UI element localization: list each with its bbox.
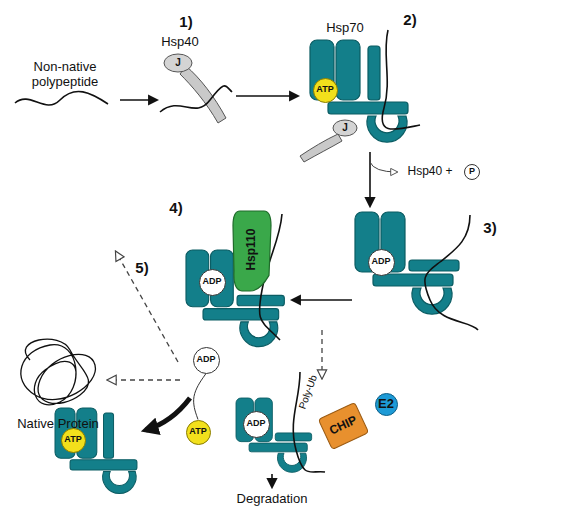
node-text: ADP [202,277,221,287]
node-text: ATP [64,435,81,445]
node-text: ATP [189,427,206,437]
chip-box: CHIP [317,402,369,450]
hsp40-j-domain [333,120,357,136]
hsp40-body [180,66,226,123]
callout-number: 4) [169,199,182,216]
main-arrow [146,398,190,430]
atp-circle: ATP [186,420,211,445]
callout-number: 3) [483,219,496,236]
adp-circle: ADP [243,411,270,438]
polypeptide [425,215,478,330]
node-text: CHIP [327,414,359,438]
dashed-arrow [108,379,180,380]
dashed-arrow [321,330,322,378]
node-text: ATP [316,85,333,95]
callout-number: J [175,57,181,69]
release-arrow [370,162,397,172]
node-text: ADP [196,355,215,365]
hsp70-open [310,40,408,142]
step-arrow [369,152,371,206]
adp-circle: ADP [193,347,220,374]
degradation-arrow [271,474,273,487]
callout-number: 1) [179,13,192,30]
polypeptide [382,30,420,129]
polypeptide [160,86,232,112]
node-text: ADP [246,419,265,429]
adp-circle: ADP [368,249,395,276]
node-text: Hsp110 [245,229,258,271]
text-label: Non-native polypeptide [15,60,115,90]
exchange-line [194,374,206,420]
atp-circle: ATP [313,78,338,103]
callout-number: 5) [135,259,148,276]
native-protein [21,339,96,405]
step-arrow [236,95,298,97]
text-label: Hsp40 + [407,165,452,179]
node-text: E2 [378,397,394,411]
node-text: ADP [371,257,390,267]
step-arrow [292,299,352,301]
text-label: Native Protein [17,417,99,432]
hsp110-protein: Hsp110 [232,209,272,292]
callout-number: 2) [403,11,416,28]
dashed-arrow [116,252,178,362]
adp-circle: ADP [199,269,226,296]
node-text: P [469,167,475,177]
callout-number: J [342,122,348,134]
hsp70-closed [355,212,459,314]
hsp40-body [300,134,342,162]
atp-circle: ATP [61,428,86,453]
polypeptide [15,91,108,104]
text-label: Degradation [237,492,308,507]
e2-circle: E2 [375,393,398,416]
hsp40-j-domain [164,54,192,72]
phosphate-circle: P [464,164,480,180]
text-label: Hsp70 [326,21,364,36]
text-label: Hsp40 [161,35,199,50]
step-arrow [120,99,157,101]
text-label: Poly-Ub [297,373,320,410]
